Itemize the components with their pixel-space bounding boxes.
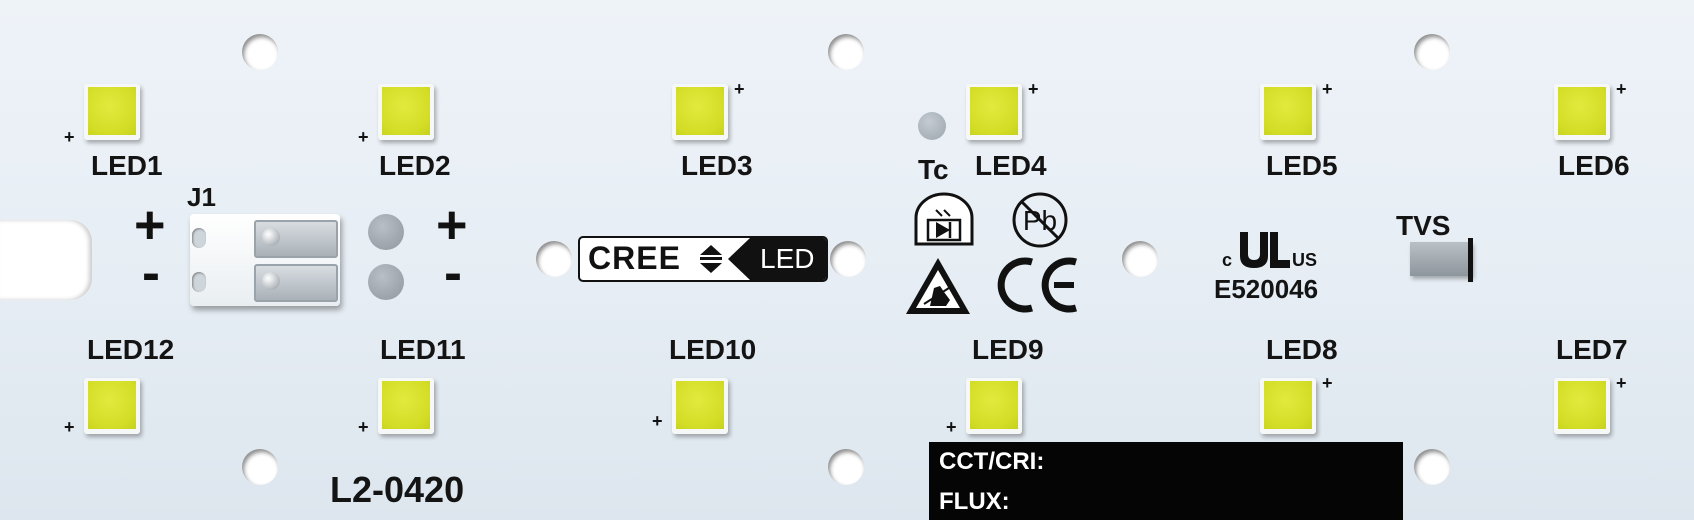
up-down-arrows-icon bbox=[700, 245, 722, 273]
led-label: LED5 bbox=[1266, 150, 1338, 181]
mounting-hole bbox=[1414, 449, 1450, 485]
led-label: LED7 bbox=[1556, 334, 1628, 365]
tvs-cathode-band bbox=[1468, 238, 1473, 282]
led-label: LED3 bbox=[681, 150, 753, 181]
cct-cri-label: CCT/CRI: bbox=[939, 448, 1045, 475]
tvs-label: TVS bbox=[1396, 210, 1451, 241]
led-chip bbox=[672, 84, 728, 140]
photobiological-safety-icon bbox=[914, 192, 974, 246]
led-label: LED6 bbox=[1558, 150, 1630, 181]
mounting-hole bbox=[536, 241, 572, 277]
svg-text:c: c bbox=[1222, 250, 1232, 270]
esd-warning-icon bbox=[906, 258, 970, 314]
led-chip bbox=[1554, 378, 1610, 434]
polarity-plus: + bbox=[358, 127, 369, 147]
brand-word: CREE bbox=[588, 240, 681, 276]
connector-label: J1 bbox=[187, 182, 216, 212]
polarity-plus: + bbox=[1322, 79, 1333, 99]
polarity-plus: + bbox=[1322, 373, 1333, 393]
polarity-plus: + bbox=[652, 411, 663, 431]
mounting-hole bbox=[830, 241, 866, 277]
led-chip bbox=[84, 84, 140, 140]
led-label: LED1 bbox=[91, 150, 163, 181]
ce-mark-icon bbox=[997, 257, 1077, 313]
tc-label: Tc bbox=[918, 154, 949, 185]
polarity-plus: + bbox=[1028, 79, 1039, 99]
wire-connector-j1 bbox=[190, 214, 340, 306]
part-number: L2-0420 bbox=[330, 469, 465, 510]
polarity-plus: + bbox=[1616, 79, 1627, 99]
led-label: LED12 bbox=[87, 334, 175, 365]
ul-file-number: E520046 bbox=[1214, 274, 1319, 304]
led-label: LED2 bbox=[379, 150, 451, 181]
mounting-hole bbox=[828, 449, 864, 485]
mounting-hole bbox=[828, 34, 864, 70]
polarity-minus-large: - bbox=[142, 243, 160, 303]
mounting-hole bbox=[1122, 241, 1158, 277]
led-chip bbox=[1260, 84, 1316, 140]
polarity-plus: + bbox=[64, 417, 75, 437]
led-chip bbox=[378, 378, 434, 434]
led-label: LED10 bbox=[669, 334, 757, 365]
cree-led-logo: CREE LED bbox=[578, 236, 828, 282]
polarity-plus-large: + bbox=[134, 195, 166, 255]
brand-led: LED bbox=[760, 243, 815, 274]
tc-measure-point bbox=[918, 112, 946, 140]
board-edge-notch bbox=[0, 220, 92, 300]
led-label: LED4 bbox=[975, 150, 1047, 181]
mounting-hole bbox=[242, 449, 278, 485]
polarity-minus-large: - bbox=[444, 243, 462, 303]
polarity-plus: + bbox=[946, 417, 957, 437]
led-chip bbox=[966, 84, 1022, 140]
flux-label: FLUX: bbox=[939, 488, 1010, 515]
polarity-plus: + bbox=[358, 417, 369, 437]
lead-free-icon: Pb bbox=[1012, 192, 1068, 248]
polarity-plus: + bbox=[1616, 373, 1627, 393]
mounting-hole bbox=[242, 34, 278, 70]
info-label-box: CCT/CRI: FLUX: bbox=[929, 442, 1403, 520]
led-label: LED8 bbox=[1266, 334, 1338, 365]
led-chip bbox=[1260, 378, 1316, 434]
ul-recognized-icon: c US bbox=[1222, 232, 1317, 270]
polarity-plus: + bbox=[734, 79, 745, 99]
led-chip bbox=[84, 378, 140, 434]
svg-text:US: US bbox=[1292, 250, 1317, 270]
led-chip bbox=[672, 378, 728, 434]
solder-pad bbox=[368, 264, 404, 300]
led-chip bbox=[1554, 84, 1610, 140]
polarity-plus: + bbox=[64, 127, 75, 147]
led-chip bbox=[378, 84, 434, 140]
led-label: LED9 bbox=[972, 334, 1044, 365]
polarity-plus-large: + bbox=[436, 195, 468, 255]
solder-pad bbox=[368, 214, 404, 250]
mounting-hole bbox=[1414, 34, 1450, 70]
led-chip bbox=[966, 378, 1022, 434]
led-label: LED11 bbox=[380, 334, 466, 365]
tvs-diode bbox=[1410, 242, 1472, 276]
